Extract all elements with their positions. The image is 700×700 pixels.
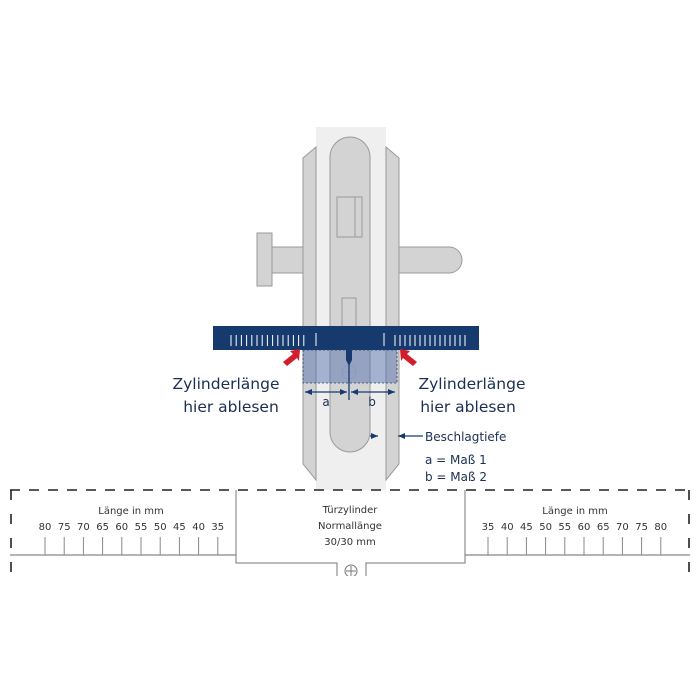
arrow-left-icon (283, 349, 300, 366)
scale-tick-label: 70 (77, 522, 90, 533)
scale-tick-label: 80 (39, 522, 52, 533)
scale-tick-label: 55 (558, 522, 571, 533)
beschlagtiefe-arrows (370, 433, 423, 439)
cylinder-slot (336, 196, 363, 238)
left-lever (271, 246, 304, 274)
scale-tick-label: 60 (115, 522, 128, 533)
left-plate (302, 145, 317, 482)
right-plate (385, 145, 400, 482)
measuring-ruler (213, 326, 479, 350)
scale-tick-label: 60 (578, 522, 591, 533)
left-scale-title: Länge in mm (98, 506, 164, 517)
left-read-line2: hier ablesen (183, 398, 279, 416)
legend-a: a = Maß 1 (425, 453, 487, 467)
scale-tick-label: 50 (539, 522, 552, 533)
legend-b: b = Maß 2 (425, 470, 487, 484)
scale-tick-label: 70 (616, 522, 629, 533)
key-slot (341, 297, 357, 329)
scale-tick-label: 75 (635, 522, 648, 533)
door-fitting (256, 127, 463, 490)
right-scale-title: Länge in mm (542, 506, 608, 517)
scale-tick-label: 45 (520, 522, 533, 533)
scale-tick-label: 55 (135, 522, 148, 533)
scale-tick-label: 45 (173, 522, 186, 533)
scale-ticks: 80 75 70 65 60 55 50 45 40 35 35 40 45 50 55 60 65 70 75 80 (39, 522, 667, 555)
scale-tick-label: 80 (654, 522, 667, 533)
scale-tick-label: 40 (192, 522, 205, 533)
beschlagtiefe-label: Beschlagtiefe (425, 430, 506, 444)
center-line1: Türzylinder (322, 505, 379, 516)
arrow-right-icon (400, 349, 417, 366)
red-arrows (283, 349, 417, 366)
left-knob (256, 232, 273, 287)
left-read-line1: Zylinderlänge (173, 375, 280, 393)
scale-tick-label: 40 (501, 522, 514, 533)
scale-tick-label: 35 (211, 522, 224, 533)
label-b: b (368, 395, 376, 409)
dimension-arrows (305, 389, 395, 395)
scale-tick-label: 50 (154, 522, 167, 533)
right-read-line2: hier ablesen (420, 398, 516, 416)
center-line3: 30/30 mm (324, 537, 375, 548)
scale-tick-label: 35 (482, 522, 495, 533)
scale-tick-label: 65 (597, 522, 610, 533)
center-line2: Normallänge (318, 521, 382, 532)
right-lever (398, 246, 463, 274)
right-read-line1: Zylinderlänge (419, 375, 526, 393)
label-a: a (322, 395, 329, 409)
ruler-ticks (230, 333, 466, 346)
scale-tick-label: 75 (58, 522, 71, 533)
scale-tick-label: 65 (96, 522, 109, 533)
escutcheon (329, 136, 371, 453)
